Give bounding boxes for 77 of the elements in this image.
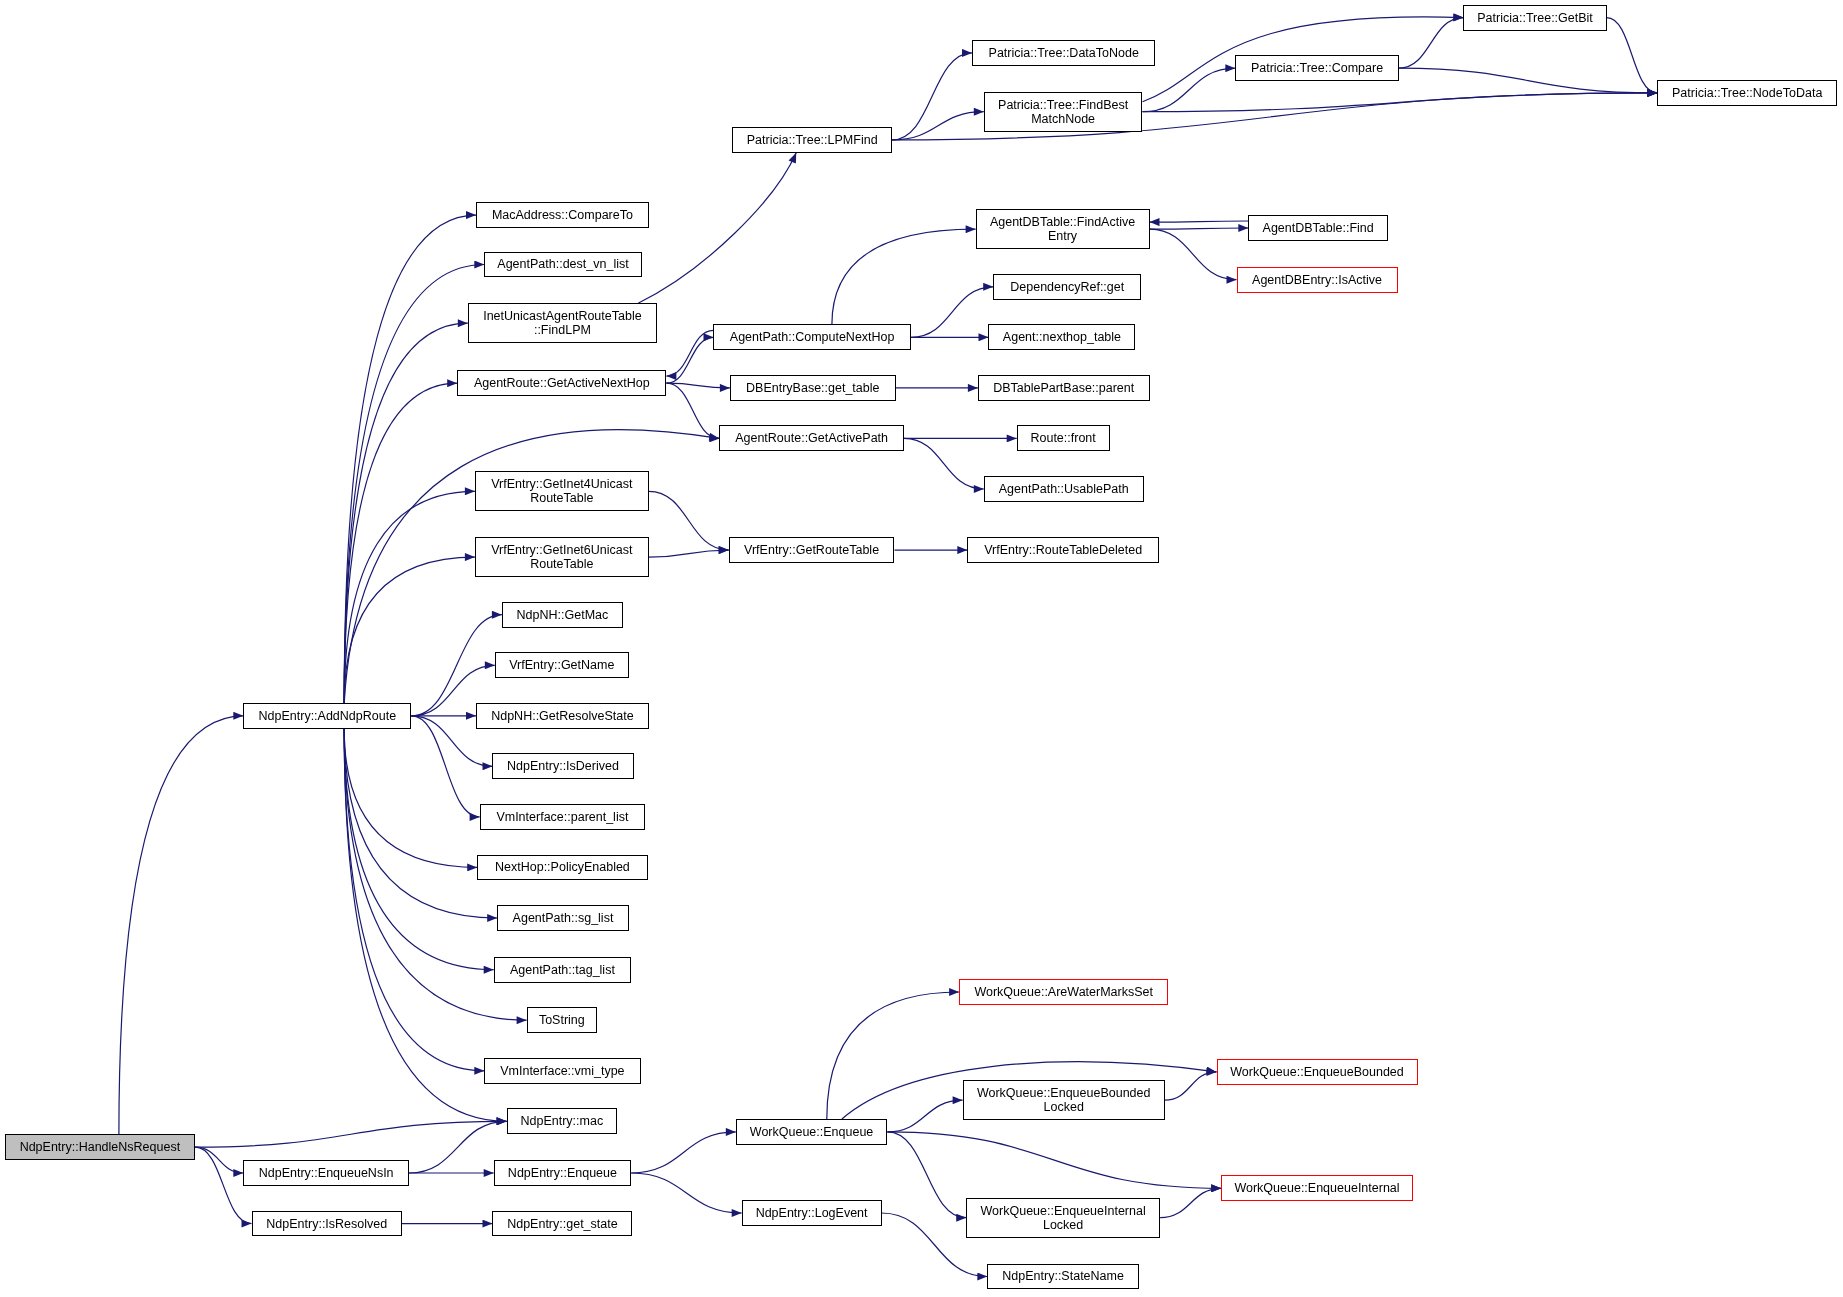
function-box: NdpEntry::Enqueue [493,1160,632,1186]
function-box: MacAddress::CompareTo [476,202,649,228]
function-box: Patricia::Tree::GetBit [1463,4,1607,31]
arrow [410,715,481,819]
arrow [648,546,730,558]
arrow [401,1219,494,1228]
arrow [831,225,977,325]
arrow [893,546,968,555]
function-box: WorkQueue::EnqueueInternal [1221,1175,1413,1202]
arrow [637,152,797,304]
function-box: NdpEntry::AddNdpRoute [243,702,412,729]
function-box: NdpEntry::HandleNsRequest [4,1134,196,1161]
arrow [880,1212,988,1280]
function-box: AgentDBTable::Find [1248,215,1389,241]
arrow [1398,14,1464,69]
function-box: AgentPath::dest_vn_list [484,251,642,278]
function-box: WorkQueue::Enqueue [735,1118,888,1145]
function-box: Patricia::Tree::Compare [1235,55,1399,82]
function-box: NdpEntry::get_state [492,1210,633,1237]
arrow [630,1172,743,1217]
function-box: NdpEntry::mac [506,1108,618,1135]
function-box: ToString [526,1007,598,1034]
function-box: AgentRoute::GetActivePath [719,425,904,452]
function-box: WorkQueue::AreWaterMarksSet [959,979,1169,1005]
function-box: NdpEntry::StateName [987,1263,1139,1290]
function-box: NdpEntry::IsResolved [251,1210,402,1237]
function-box: DBTablePartBase::parent [977,374,1150,401]
arrow [910,283,994,338]
arrow [118,713,244,1135]
function-box: WorkQueue::EnqueueBounded [1216,1059,1418,1085]
function-box: AgentDBEntry::IsActive [1236,266,1398,293]
function-box: Patricia::Tree::FindBest MatchNode [983,91,1143,132]
function-box: VrfEntry::GetRouteTable [728,537,895,563]
function-box: WorkQueue::EnqueueBounded Locked [962,1080,1165,1121]
function-box: AgentPath::ComputeNextHop [713,324,911,351]
function-box: NdpEntry::EnqueueNsIn [243,1160,409,1186]
arrow [1606,17,1658,95]
arrow [408,1169,495,1177]
function-box: VrfEntry::GetInet6Unicast RouteTable [474,537,649,578]
function-box: VmInterface::vmi_type [484,1057,641,1084]
function-box: Agent::nexthop_table [988,324,1136,351]
function-box: Patricia::Tree::LPMFind [732,126,893,153]
function-box: AgentRoute::GetActiveNextHop [457,370,667,397]
function-box: VrfEntry::GetName [494,652,629,679]
function-box: NdpEntry::LogEvent [741,1200,882,1226]
function-box: Patricia::Tree::DataToNode [972,39,1156,66]
function-box: AgentPath::sg_list [497,905,629,931]
function-box: DependencyRef::get [993,273,1142,300]
function-box: VrfEntry::RouteTableDeleted [967,537,1159,563]
function-box: NdpNH::GetResolveState [476,702,649,729]
arrow [903,437,985,492]
function-box: WorkQueue::EnqueueInternal Locked [966,1197,1161,1238]
function-box: DBEntryBase::get_table [729,374,896,401]
arrow [1164,1068,1218,1101]
arrow [194,1146,253,1226]
function-box: InetUnicastAgentRouteTable ::FindLPM [467,303,658,344]
function-box: Patricia::Tree::NodeToData [1657,79,1838,106]
function-box: Route::front [1016,425,1110,452]
function-box: NdpNH::GetMac [501,601,623,628]
arrow [665,329,715,379]
function-box: VmInterface::parent_list [479,803,646,830]
function-box: AgentDBTable::FindActive Entry [975,209,1150,250]
arrow [886,1131,967,1220]
function-box: AgentPath::tag_list [493,956,632,983]
arrow [665,335,715,384]
function-box: NextHop::PolicyEnabled [477,854,648,881]
function-box: AgentPath::UsablePath [983,476,1144,502]
arrow [1148,228,1238,283]
arrow [895,383,979,392]
arrow [910,333,990,342]
arrow [826,988,960,1120]
function-box: NdpEntry::IsDerived [492,753,634,780]
arrow [665,382,720,441]
arrow [648,490,730,553]
function-box: VrfEntry::GetInet4Unicast RouteTable [474,471,649,512]
arrow [1159,1185,1222,1219]
arrow [1148,218,1249,227]
